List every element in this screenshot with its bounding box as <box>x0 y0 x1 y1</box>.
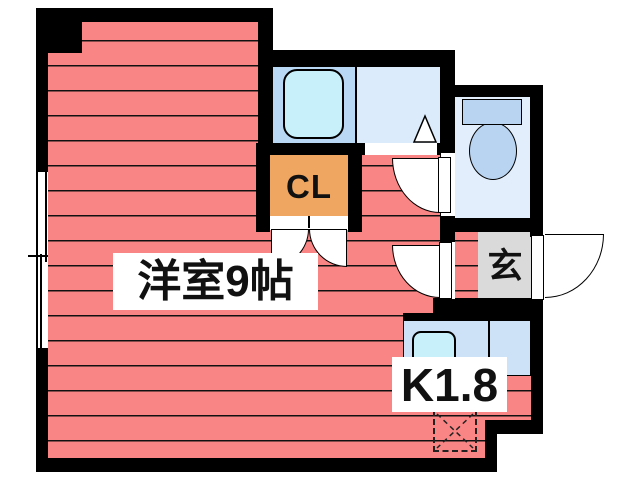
window-line <box>40 254 42 348</box>
kitchen-label-box: K1.8 <box>392 357 507 412</box>
wall-step-horizontal <box>485 420 543 434</box>
kitchen-label: K1.8 <box>400 358 499 411</box>
entrance-genkan: 玄 <box>478 232 532 300</box>
entry-door-leaf <box>531 235 544 300</box>
window-line <box>45 172 47 262</box>
entrance-label: 玄 <box>487 246 523 286</box>
wall-toilet-top <box>443 85 543 97</box>
washroom-door-triangle-icon <box>412 114 438 143</box>
toilet-door-leaf <box>438 157 451 213</box>
wall-toilet-bottom <box>443 218 543 232</box>
genkan-door-leaf <box>439 242 452 299</box>
exterior-mask <box>497 434 640 480</box>
wall-kitchen-top <box>403 313 543 320</box>
wall-toilet-right <box>530 85 543 232</box>
wall-right-kitchen <box>531 313 543 434</box>
wall-closet-right <box>348 143 362 232</box>
washroom-door-opening <box>365 143 437 155</box>
wall-mainroom-right <box>258 8 273 155</box>
exterior-mask <box>273 0 640 50</box>
toilet-bowl-icon <box>469 122 517 180</box>
wall-bath-top <box>258 50 455 67</box>
closet-door-center-tick <box>308 216 310 228</box>
bathtub-icon <box>283 69 344 139</box>
closet: CL <box>270 155 348 218</box>
refrigerator-space <box>433 410 477 452</box>
exterior-mask <box>455 50 640 85</box>
toilet-tank-icon <box>462 99 522 125</box>
wall-genkan-bottom <box>433 298 543 313</box>
window-center-tick <box>28 255 48 257</box>
window-line <box>36 172 38 348</box>
counter-divider <box>488 321 490 375</box>
wall-top <box>36 8 273 22</box>
closet-label: CL <box>286 168 332 205</box>
wall-closet-left <box>256 143 270 232</box>
dashed-x-icon <box>436 413 474 449</box>
main-room-label-box: 洋室9帖 <box>113 253 318 310</box>
wall-bottom <box>36 458 497 472</box>
main-room-label: 洋室9帖 <box>137 256 294 306</box>
